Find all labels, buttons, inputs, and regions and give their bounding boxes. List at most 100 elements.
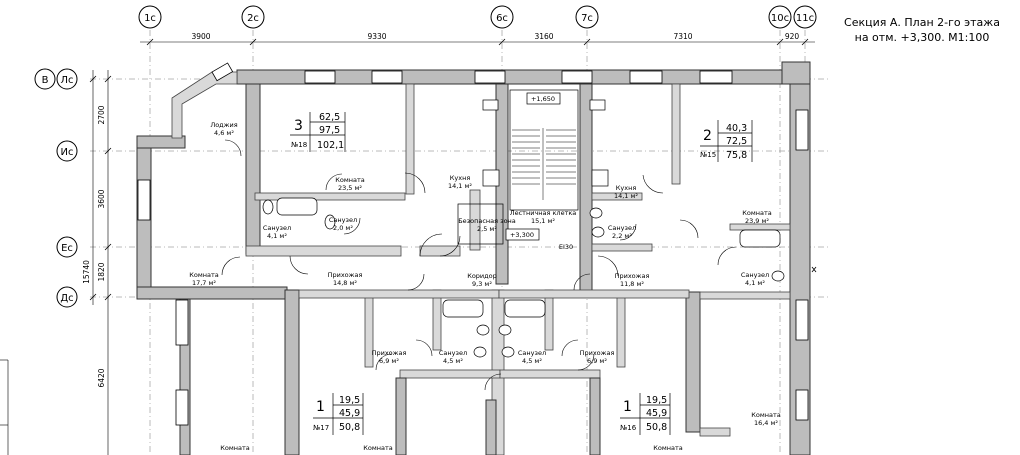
room-name: Санузел bbox=[608, 224, 636, 232]
level-mark-top: +1,650 bbox=[531, 95, 555, 103]
room-name: Санузел bbox=[741, 271, 769, 279]
sink-icon bbox=[476, 324, 490, 336]
room-name: Комната bbox=[751, 411, 781, 419]
toilet-icon bbox=[591, 226, 605, 238]
left-dimensions: 2700 3600 1820 6420 15740 bbox=[0, 70, 112, 455]
axis-label-2c: 2с bbox=[247, 13, 259, 24]
room-name: Лоджия bbox=[210, 121, 237, 129]
room-name: Прихожая bbox=[372, 349, 407, 357]
room-name: Комната bbox=[363, 444, 393, 452]
apt-18-type: 3 bbox=[294, 118, 303, 134]
apt-18-id: №18 bbox=[291, 141, 307, 149]
apt-17-area-full: 50,8 bbox=[339, 422, 360, 433]
bathtub-icon bbox=[276, 197, 318, 216]
axis-bubble-11c bbox=[793, 5, 817, 29]
room-name: Прихожая bbox=[615, 272, 650, 280]
dim-left-1: 2700 bbox=[97, 105, 106, 124]
room-name: Комната bbox=[335, 176, 365, 184]
room-area: 2,2 м² bbox=[612, 232, 632, 240]
room-name: Лестничная клетка bbox=[510, 209, 577, 217]
axis-bubble-v bbox=[34, 68, 56, 90]
room-name: Прихожая bbox=[580, 349, 615, 357]
apt-15-area-total: 72,5 bbox=[726, 136, 747, 147]
room-name: Санузел bbox=[263, 224, 291, 232]
apartment-18-tag: 3 62,5 97,5 №18 102,1 bbox=[290, 112, 346, 152]
axis-label-ls: Лс bbox=[60, 75, 73, 86]
room-area: 2,0 м² bbox=[333, 224, 353, 232]
axis-bubble-ls bbox=[56, 68, 78, 90]
apartment-17-tag: 1 19,5 45,9 №17 50,8 bbox=[313, 393, 364, 435]
room-area: 6,9 м² bbox=[587, 357, 607, 365]
room-area: 16,4 м² bbox=[754, 419, 778, 427]
room-labels: Лоджия 4,6 м² Комната 23,5 м² Кухня 14,1… bbox=[189, 121, 781, 452]
left-axis-markers: В Лс Ис Ес Дс bbox=[34, 68, 78, 308]
apt-17-id: №17 bbox=[313, 424, 329, 432]
room-area: 14,8 м² bbox=[333, 279, 357, 287]
top-dimensions: 3900 9330 3160 7310 920 bbox=[140, 32, 815, 46]
dim-top-4: 7310 bbox=[673, 32, 692, 41]
dim-left-total: 15740 bbox=[82, 260, 91, 284]
room-name: Коридор bbox=[467, 272, 497, 280]
room-area: 9,3 м² bbox=[472, 280, 492, 288]
axis-label-1c: 1с bbox=[144, 13, 156, 24]
room-name: Санузел bbox=[518, 349, 546, 357]
level-mark-bottom-box bbox=[505, 228, 540, 241]
room-name: Комната bbox=[653, 444, 683, 452]
room-area: 4,6 м² bbox=[214, 129, 234, 137]
vent-icon bbox=[589, 99, 606, 111]
apt-16-area-living: 19,5 bbox=[646, 395, 667, 406]
room-name: Комната bbox=[742, 209, 772, 217]
room-area: 15,1 м² bbox=[531, 217, 555, 225]
room-area: 23,9 м² bbox=[745, 217, 769, 225]
apt-15-area-full: 75,8 bbox=[726, 150, 747, 161]
apt-18-area-total: 97,5 bbox=[319, 125, 340, 136]
apt-16-area-total: 45,9 bbox=[646, 408, 667, 419]
sink-icon bbox=[262, 199, 274, 215]
room-name: Кухня bbox=[450, 174, 471, 182]
level-mark-bottom: +3,300 bbox=[510, 231, 534, 239]
axis-label-es: Ес bbox=[61, 243, 73, 254]
axis-label-10c: 10с bbox=[771, 13, 789, 24]
bathtub-icon bbox=[442, 299, 484, 318]
axis-bubble-ds bbox=[56, 286, 78, 308]
room-area: 17,7 м² bbox=[192, 279, 216, 287]
sink-icon bbox=[589, 207, 603, 219]
room-area: 14,1 м² bbox=[614, 192, 638, 200]
apt-17-type: 1 bbox=[316, 399, 325, 415]
toilet-icon bbox=[771, 270, 785, 282]
apt-16-id: №16 bbox=[620, 424, 637, 432]
dim-top-3: 3160 bbox=[534, 32, 553, 41]
room-name: Санузел bbox=[439, 349, 467, 357]
stove-icon bbox=[591, 169, 609, 187]
dim-left-3: 1820 bbox=[97, 262, 106, 281]
apt-17-area-living: 19,5 bbox=[339, 395, 360, 406]
grid-lines bbox=[90, 30, 830, 455]
axis-bubble-7c bbox=[575, 5, 599, 29]
axis-bubble-10c bbox=[768, 5, 792, 29]
room-name: Кухня bbox=[616, 184, 637, 192]
apartment-16-tag: 1 19,5 45,9 №16 50,8 bbox=[620, 393, 671, 435]
dim-top-1: 3900 bbox=[191, 32, 210, 41]
apt-15-area-living: 40,3 bbox=[726, 123, 747, 134]
apt-18-area-living: 62,5 bbox=[319, 112, 340, 123]
dim-left-4: 6420 bbox=[97, 368, 106, 387]
axis-label-ds: Дс bbox=[60, 293, 73, 304]
room-name: Комната bbox=[189, 271, 219, 279]
room-area: 6,9 м² bbox=[379, 357, 399, 365]
room-area: 4,5 м² bbox=[443, 357, 463, 365]
stove-icon bbox=[482, 169, 500, 187]
edge-marks bbox=[811, 266, 817, 273]
stairwell: +1,650 +3,300 EI30 bbox=[457, 89, 579, 251]
title-line-2: на отм. +3,300. М1:100 bbox=[855, 31, 990, 44]
axis-bubble-2c bbox=[241, 5, 265, 29]
bathtub-icon bbox=[739, 229, 781, 248]
room-area: 11,8 м² bbox=[620, 280, 644, 288]
sink-icon bbox=[498, 324, 512, 336]
doors bbox=[221, 139, 737, 391]
room-area: 4,1 м² bbox=[267, 232, 287, 240]
room-name: Безопасная зона bbox=[458, 217, 516, 225]
room-area: 4,5 м² bbox=[522, 357, 542, 365]
vent-icon bbox=[482, 99, 499, 111]
fixtures bbox=[262, 99, 785, 358]
